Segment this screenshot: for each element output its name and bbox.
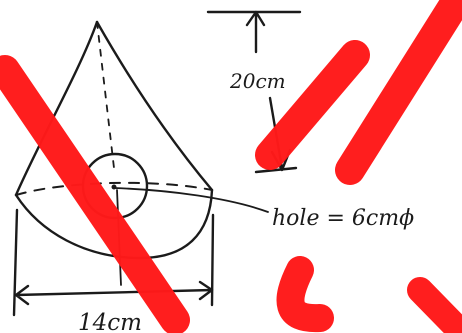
watermark-stroke-3 <box>276 256 334 333</box>
cone-base-back-dashed <box>15 181 213 196</box>
cone-left-edge <box>14 20 99 197</box>
watermark-stroke-1 <box>0 55 190 333</box>
watermark-stroke-5 <box>407 277 462 333</box>
hole-leader-line <box>113 187 269 213</box>
base-dimension-line <box>14 280 214 306</box>
height-label: 20cm <box>229 69 286 93</box>
cone-axis <box>96 21 115 169</box>
base-label: 14cm <box>78 310 142 333</box>
cone-right-edge <box>95 20 214 192</box>
base-left-extension <box>12 208 19 317</box>
base-right-extension <box>210 213 215 307</box>
height-arrow-up <box>245 10 266 54</box>
hole-label: hole = 6cmϕ <box>272 206 414 231</box>
height-bottom-tick <box>254 166 298 174</box>
watermark-stroke-2 <box>255 40 370 170</box>
watermark-stroke-4 <box>335 0 462 185</box>
